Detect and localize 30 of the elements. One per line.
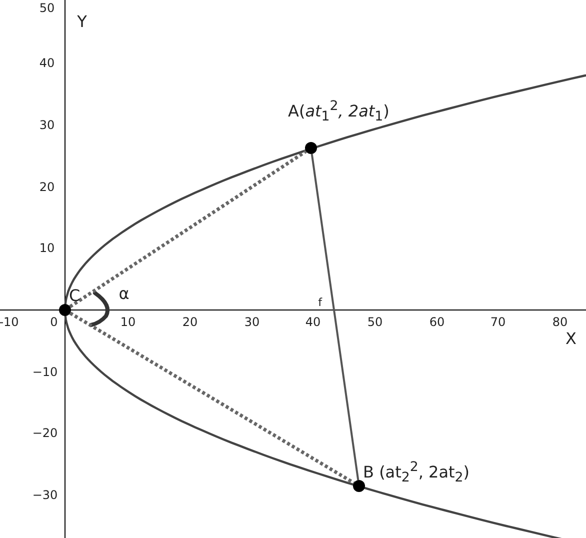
dotted-line: [69, 312, 355, 484]
axis-tick-label: 50: [39, 1, 55, 15]
axis-tick-label: −20: [32, 426, 58, 440]
axis-tick-label: 30: [39, 118, 55, 132]
axis-tick-label: 20: [39, 180, 55, 194]
axis-tick-label: 0: [50, 315, 58, 329]
axis-tick-label: 80: [552, 315, 568, 329]
axis-tick-label: −10: [32, 365, 58, 379]
point-marker: [353, 480, 365, 492]
axis-tick-label: −30: [32, 488, 58, 502]
axis-tick-label: 40: [39, 56, 55, 70]
axis-tick-label: 50: [367, 315, 383, 329]
axis-tick-label: 60: [429, 315, 445, 329]
point-label: f: [318, 295, 322, 311]
axis-tick-label: 10: [39, 241, 55, 255]
axis-tick-label: 70: [490, 315, 506, 329]
line-segment: [310, 154, 360, 480]
point-label: C: [69, 287, 80, 305]
angle-label: α: [118, 285, 130, 303]
axis-title: Y: [77, 13, 87, 31]
axis-title: X: [566, 330, 576, 348]
axis-tick-label: 20: [182, 315, 198, 329]
axis-tick-label: 30: [244, 315, 260, 329]
point-marker: [305, 142, 317, 154]
axis-tick-label: -10: [0, 315, 19, 329]
point-label: B (at$_{2}$$^{2}$, 2at$_{2}$): [363, 459, 470, 488]
point-label: A(at$_{1}$$^{2}$, 2at$_{1}$): [288, 98, 390, 127]
axis-tick-label: 10: [120, 315, 136, 329]
point-marker: [59, 304, 71, 316]
axis-tick-label: 40: [305, 315, 321, 329]
